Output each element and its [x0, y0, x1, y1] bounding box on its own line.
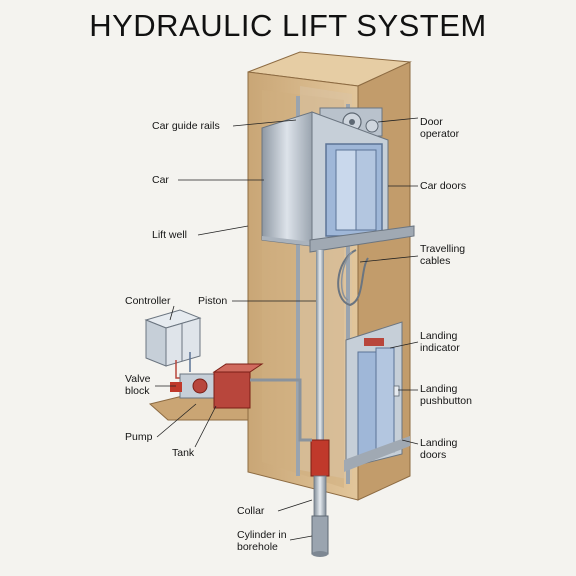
- label-car-doors: Car doors: [420, 180, 467, 192]
- label-lift-well: Lift well: [152, 229, 188, 241]
- leader-lines: [155, 117, 419, 541]
- label-tank: Tank: [172, 447, 195, 459]
- piston-collar: [310, 439, 330, 477]
- label-valve-block: Valve block: [125, 373, 151, 397]
- label-cylinder-in-borehole: Cylinder in borehole: [237, 529, 287, 553]
- label-landing-indicator: Landing indicator: [420, 330, 460, 354]
- label-pump: Pump: [125, 431, 153, 443]
- guide-rail-left: [296, 96, 300, 476]
- piston-rod: [316, 250, 324, 440]
- label-controller: Controller: [125, 295, 171, 307]
- hydraulic-pipe: [250, 378, 312, 442]
- pump-tank-unit: [170, 363, 264, 409]
- label-car: Car: [152, 174, 169, 186]
- label-piston: Piston: [198, 295, 228, 307]
- label-car-guide-rails: Car guide rails: [152, 120, 220, 132]
- label-collar: Collar: [237, 505, 265, 517]
- landing-door-assembly: [344, 321, 410, 472]
- label-landing-doors: Landing doors: [420, 437, 458, 461]
- guide-rail-right: [346, 104, 350, 484]
- diagram-title: HYDRAULIC LIFT SYSTEM: [89, 8, 487, 43]
- controller-box: [144, 309, 202, 367]
- label-landing-pushbutton: Landing pushbutton: [420, 383, 472, 407]
- lift-car: [261, 111, 416, 253]
- travelling-cables-path: [337, 249, 369, 307]
- label-door-operator: Door operator: [420, 116, 460, 140]
- label-travelling-cables: Travelling cables: [420, 243, 466, 267]
- cylinder: [313, 475, 327, 517]
